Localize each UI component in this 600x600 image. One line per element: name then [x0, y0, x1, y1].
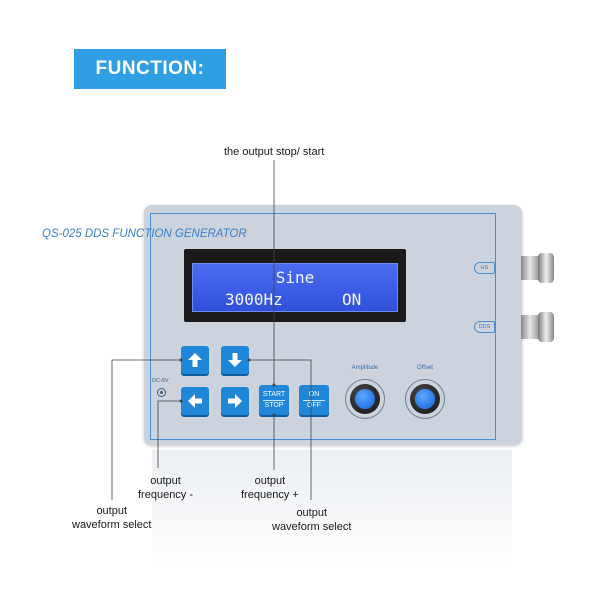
annotation-line: waveform select [272, 521, 352, 533]
annotation-stop-start: the output stop/ start [224, 146, 325, 158]
lcd-waveform: Sine [275, 268, 315, 287]
stop-label: STOP [264, 401, 284, 409]
hs-output-tag: HS [474, 262, 495, 274]
arrow-up-icon [188, 353, 202, 367]
annotation-frequency-plus: output frequency + [241, 474, 299, 502]
arrow-left-icon [188, 394, 202, 408]
annotation-waveform-right: output waveform select [272, 506, 351, 534]
front-panel-border [150, 213, 496, 440]
right-button[interactable] [221, 387, 249, 415]
offset-ring [405, 379, 445, 419]
offset-knob[interactable] [410, 384, 440, 414]
offset-label: Offset [417, 365, 433, 371]
amplitude-label: Amplitude [351, 365, 379, 371]
dds-bnc-ring [538, 312, 554, 342]
start-stop-button[interactable]: START STOP [259, 385, 289, 415]
device-reflection [152, 450, 512, 570]
hs-bnc-connector [521, 256, 539, 280]
arrow-down-icon [228, 353, 242, 367]
annotation-line: waveform select [72, 519, 152, 531]
annotation-line: frequency + [241, 489, 299, 501]
up-button[interactable] [181, 346, 209, 374]
annotation-line: output [254, 475, 286, 487]
device-title: QS-025 DDS FUNCTION GENERATOR [42, 228, 247, 240]
annotation-line: frequency - [138, 489, 194, 501]
lcd-output-state: ON [342, 290, 362, 309]
power-label: DC-9V [152, 378, 169, 384]
annotation-line: output [96, 505, 128, 517]
annotation-frequency-minus: output frequency - [138, 474, 193, 502]
on-off-button[interactable]: ON OFF [299, 385, 329, 415]
annotation-line: output [296, 507, 328, 519]
knob-cap [355, 389, 375, 409]
annotation-waveform-left: output waveform select [72, 504, 151, 532]
arrow-right-icon [228, 394, 242, 408]
power-jack [157, 388, 166, 397]
amplitude-ring [345, 379, 385, 419]
dds-bnc-connector [521, 315, 539, 339]
knob-cap [415, 389, 435, 409]
annotation-line: output [150, 475, 181, 487]
down-button[interactable] [221, 346, 249, 374]
amplitude-knob[interactable] [350, 384, 380, 414]
off-label: OFF [307, 401, 321, 409]
hs-bnc-ring [538, 253, 554, 283]
lcd-frequency: 3000Hz [225, 290, 283, 309]
left-button[interactable] [181, 387, 209, 415]
on-label: ON [308, 390, 320, 398]
dds-output-tag: DDS [474, 321, 495, 333]
start-label: START [262, 390, 286, 398]
lcd-display: Sine 3000Hz ON [192, 263, 398, 312]
function-banner: FUNCTION: [74, 49, 226, 89]
